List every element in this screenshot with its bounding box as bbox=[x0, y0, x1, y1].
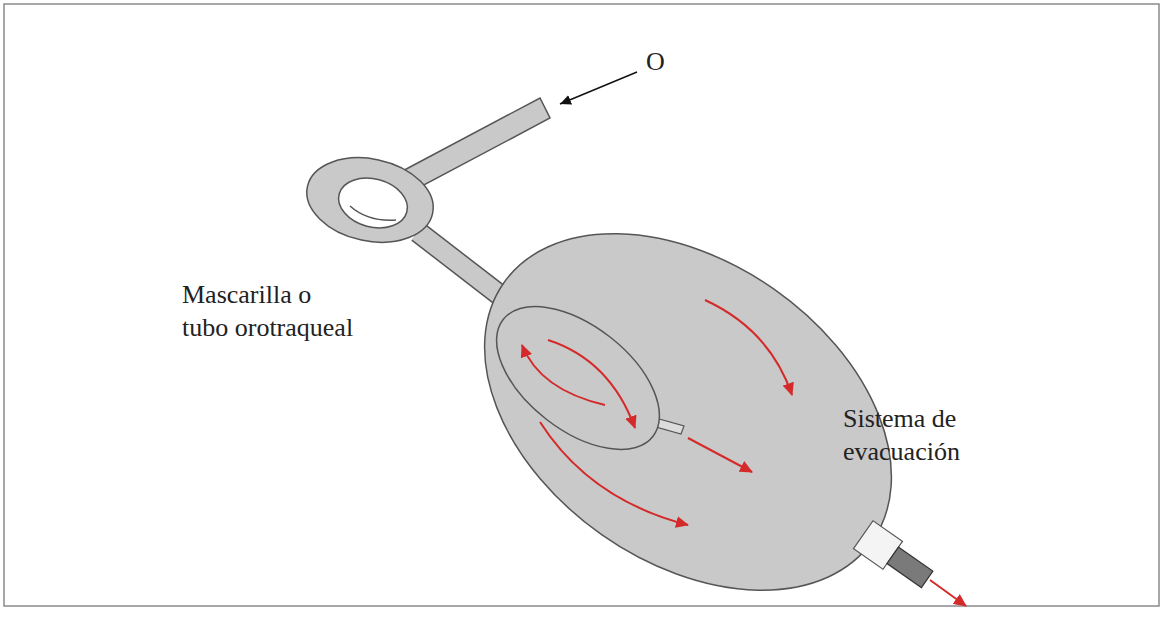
neck-tube bbox=[418, 232, 510, 303]
mask-ring bbox=[299, 147, 441, 254]
leader-arrow bbox=[560, 72, 637, 104]
neck-tube-fill bbox=[418, 232, 510, 303]
callout-label: Mascarilla o tubo orotraqueal bbox=[182, 279, 357, 344]
flow-arrow bbox=[688, 438, 752, 472]
ring-hole bbox=[333, 171, 413, 235]
outlet-tube bbox=[887, 547, 933, 587]
reservoir-bag bbox=[418, 160, 959, 618]
flow-arrow bbox=[705, 300, 792, 395]
ring-detail bbox=[350, 206, 396, 220]
flow-arrows bbox=[522, 300, 966, 606]
flow-arrow bbox=[930, 580, 966, 606]
callout-label: O bbox=[646, 46, 665, 79]
inner-bag bbox=[471, 279, 685, 478]
callout-label: Sistema de evacuación bbox=[843, 403, 963, 468]
flow-arrow bbox=[522, 345, 605, 405]
flow-arrow bbox=[540, 422, 688, 525]
flow-arrow bbox=[548, 340, 635, 428]
